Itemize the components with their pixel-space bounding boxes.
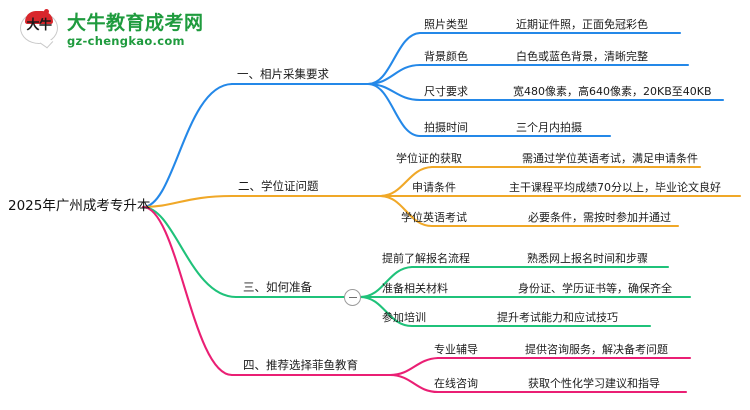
root-node[interactable]: 2025年广州成考专升本 — [8, 198, 151, 214]
branch-1-wires — [141, 31, 725, 209]
detail-node-2-1[interactable]: 需通过学位英语考试，满足申请条件 — [522, 152, 698, 165]
sub-node-1-4[interactable]: 拍摄时间 — [424, 121, 468, 134]
branch-node-2[interactable]: 二、学位证问题 — [238, 179, 319, 193]
sub-node-3-3[interactable]: 参加培训 — [382, 311, 426, 324]
branch-3-wires — [141, 205, 692, 328]
detail-node-2-3[interactable]: 必要条件，需按时参加并通过 — [528, 211, 671, 224]
detail-node-1-4[interactable]: 三个月内拍摄 — [516, 121, 582, 134]
detail-node-4-1[interactable]: 提供咨询服务，解决备考问题 — [525, 343, 668, 356]
sub-node-4-2[interactable]: 在线咨询 — [434, 377, 478, 390]
cap-knob — [44, 9, 49, 14]
branch-2-wires — [141, 165, 742, 228]
detail-node-1-2[interactable]: 白色或蓝色背景，清晰完整 — [516, 50, 648, 63]
detail-node-4-2[interactable]: 获取个性化学习建议和指导 — [528, 377, 660, 390]
logo-url: gz-chengkao.com — [67, 33, 185, 48]
detail-node-3-1[interactable]: 熟悉网上报名时间和步骤 — [527, 252, 648, 265]
sub-node-2-1[interactable]: 学位证的获取 — [396, 152, 462, 165]
sub-node-3-2[interactable]: 准备相关材料 — [382, 282, 448, 295]
detail-node-1-1[interactable]: 近期证件照，正面免冠彩色 — [516, 18, 648, 31]
red-cap-shape — [25, 9, 53, 24]
sub-node-1-1[interactable]: 照片类型 — [424, 18, 468, 31]
sub-node-4-1[interactable]: 专业辅导 — [434, 343, 478, 356]
branch-node-3[interactable]: 三、如何准备 — [243, 280, 312, 294]
logo-title: 大牛教育成考网 — [67, 11, 204, 34]
sub-node-1-3[interactable]: 尺寸要求 — [424, 85, 468, 98]
sub-node-3-1[interactable]: 提前了解报名流程 — [382, 252, 470, 265]
sub-node-1-2[interactable]: 背景颜色 — [424, 50, 468, 63]
branch-node-1[interactable]: 一、相片采集要求 — [237, 67, 329, 81]
detail-node-2-2[interactable]: 主干课程平均成绩70分以上，毕业论文良好 — [509, 181, 721, 194]
logo-bubble-icon: 大牛 — [18, 9, 60, 50]
branch-node-4[interactable]: 四、推荐选择菲鱼教育 — [243, 358, 358, 372]
detail-node-3-3[interactable]: 提升考试能力和应试技巧 — [497, 311, 618, 324]
logo-mark-text: 大牛 — [26, 18, 52, 33]
sub-node-2-3[interactable]: 学位英语考试 — [401, 211, 467, 224]
detail-node-3-2[interactable]: 身份证、学历证书等，确保齐全 — [518, 282, 672, 295]
detail-node-1-3[interactable]: 宽480像素，高640像素，20KB至40KB — [513, 85, 712, 98]
logo-wordmark: 大牛教育成考网 gz-chengkao.com — [67, 11, 204, 48]
sub-node-2-2[interactable]: 申请条件 — [412, 181, 456, 194]
collapse-toggle-branch-3[interactable] — [344, 289, 361, 306]
branch-4-wires — [141, 205, 692, 394]
site-logo[interactable]: 大牛 大牛教育成考网 gz-chengkao.com — [18, 9, 204, 50]
